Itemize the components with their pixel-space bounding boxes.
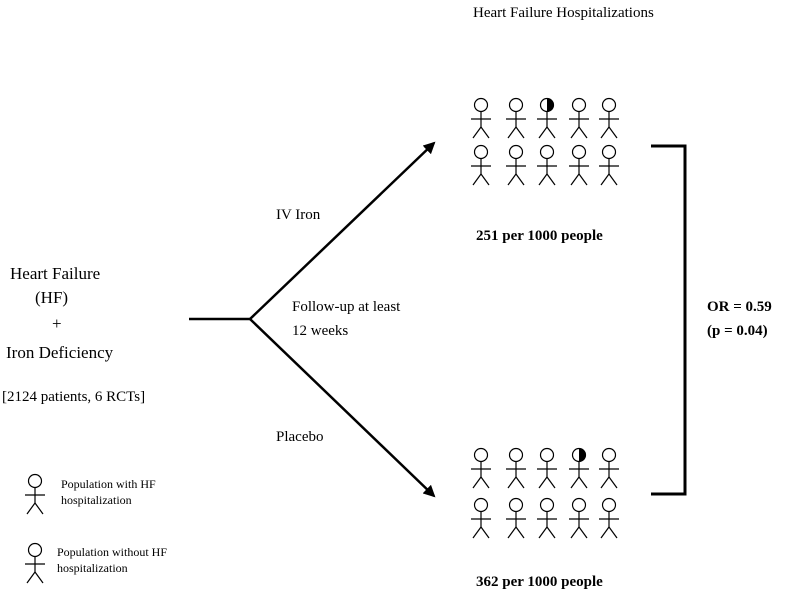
comparison-bracket	[651, 144, 687, 496]
population-line-3: +	[52, 314, 62, 333]
placebo-population-icons	[471, 447, 619, 539]
person-outline-icon	[471, 497, 491, 539]
population-line-1: Heart Failure	[10, 264, 101, 283]
person-outline-icon	[569, 497, 589, 539]
person-outline-icon	[569, 144, 589, 186]
person-outline-icon	[599, 497, 619, 539]
arm-label-placebo: Placebo	[276, 429, 324, 445]
person-outline-icon	[471, 144, 491, 186]
legend-person-filled-icon	[25, 473, 45, 515]
legend-with-hf-line-1: Population with HF	[61, 477, 156, 491]
person-half-filled-icon	[537, 97, 557, 139]
legend-person-outline-icon	[25, 542, 45, 584]
p-value: (p = 0.04)	[707, 323, 768, 339]
legend-without-hf-line-2: hospitalization	[57, 561, 128, 575]
person-outline-icon	[506, 144, 526, 186]
person-outline-icon	[599, 144, 619, 186]
person-outline-icon	[537, 144, 557, 186]
person-filled-icon	[537, 447, 557, 489]
arrow-to-iron	[249, 141, 436, 320]
person-outline-icon	[599, 447, 619, 489]
legend-without-hf-line-1: Population without HF	[57, 545, 168, 559]
legend-with-hf-line-2: hospitalization	[61, 493, 132, 507]
population-sample: [2124 patients, 6 RCTs]	[2, 389, 146, 405]
rate-iron: 251 per 1000 people	[476, 228, 603, 244]
population-line-4: Iron Deficiency	[6, 343, 114, 362]
follow-up-line-1: Follow-up at least	[292, 299, 401, 315]
population-line-2: (HF)	[35, 288, 69, 307]
person-filled-icon	[506, 447, 526, 489]
iron-population-icons	[471, 97, 619, 186]
person-outline-icon	[537, 497, 557, 539]
odds-ratio: OR = 0.59	[707, 299, 772, 315]
arm-label-iron: IV Iron	[276, 207, 321, 223]
person-half-filled-icon	[569, 447, 589, 489]
person-filled-icon	[471, 97, 491, 139]
person-filled-icon	[506, 97, 526, 139]
person-outline-icon	[506, 497, 526, 539]
arrow-to-placebo	[249, 318, 436, 498]
person-filled-icon	[471, 447, 491, 489]
follow-up-line-2: 12 weeks	[292, 323, 349, 339]
person-outline-icon	[599, 97, 619, 139]
person-outline-icon	[569, 97, 589, 139]
diagram-title: Heart Failure Hospitalizations	[473, 5, 654, 21]
rate-placebo: 362 per 1000 people	[476, 574, 603, 590]
